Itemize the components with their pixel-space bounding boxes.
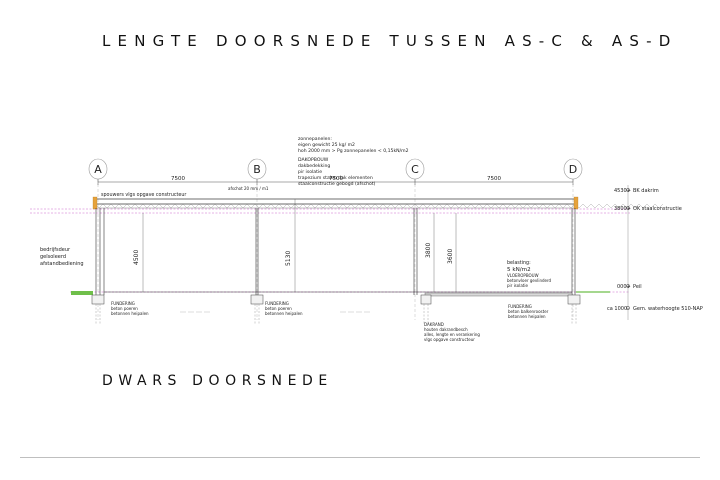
axis-c-marker: C: [405, 158, 425, 180]
roof-note-line: dakbedekking: [298, 163, 330, 169]
svg-text:houten dakrandbesch: houten dakrandbesch: [424, 327, 468, 332]
svg-text:beton poeren: beton poeren: [265, 306, 292, 311]
bottom-divider: [20, 457, 700, 458]
svg-text:beton balkenrooster: beton balkenrooster: [508, 309, 549, 314]
section-title-length: LENGTE DOORSNEDE TUSSEN AS-C & AS-D: [102, 32, 678, 50]
roof-note-line: pir isolatie: [298, 169, 322, 175]
foundation-note-c: DAKRAND houten dakrandbesch alles, lengt…: [424, 322, 480, 342]
svg-text:bedrijfsdeur: bedrijfsdeur: [40, 247, 71, 253]
axis-a-marker: A: [88, 158, 108, 180]
span-bc-label: 7500: [329, 176, 343, 182]
axis-lines: [97, 179, 574, 320]
axis-c-label: C: [411, 163, 419, 176]
svg-text:FUNDERING: FUNDERING: [265, 301, 289, 306]
level-markers: 4530+ BK dakrim 3800+ OK staalconstructi…: [607, 185, 703, 320]
roof-note-heading: DAKOPBOUW: [298, 157, 329, 163]
foundation-note-a: FUNDERING beton poeren betonnen heipalen: [111, 301, 149, 316]
foundation-note-d: FUNDERING beton balkenrooster betonnen h…: [508, 304, 549, 319]
dim-4500: 4500: [133, 250, 140, 265]
roof-note-title: zonnepanelen:: [298, 136, 332, 142]
dim-5130: 5130: [285, 251, 292, 266]
height-dimensions: 4500 5130 3800 3600: [133, 199, 457, 292]
level-water-value: ca 1000-: [607, 306, 629, 312]
level-peil-label: Peil: [633, 284, 642, 290]
floor-slab: [104, 291, 573, 297]
svg-text:DAKRAND: DAKRAND: [424, 322, 444, 327]
axis-a-label: A: [94, 163, 102, 176]
span-cd-label: 7500: [487, 176, 501, 182]
svg-text:geïsoleerd: geïsoleerd: [40, 254, 66, 260]
axis-d-label: D: [569, 163, 577, 176]
roof-structure: [92, 196, 664, 210]
svg-text:vlgs opgave constructeur: vlgs opgave constructeur: [424, 337, 475, 342]
columns: [95, 208, 576, 295]
floor-load-note: belasting: 5 kN/m2 VLOEROPBOUW betonvloe…: [507, 260, 552, 288]
ground-left: [71, 291, 93, 295]
section-title-cross: DWARS DOORSNEDE: [102, 373, 333, 389]
dim-3800: 3800: [425, 243, 432, 258]
roof-note-line: staalconstructie gebogd (afschot): [298, 181, 376, 187]
svg-text:betonvloer gevlinderd: betonvloer gevlinderd: [507, 278, 552, 283]
axis-d-marker: D: [563, 158, 583, 180]
svg-text:betonnen heipalen: betonnen heipalen: [265, 311, 303, 316]
svg-text:FUNDERING: FUNDERING: [111, 301, 135, 306]
axis-b-label: B: [253, 163, 261, 176]
level-bk-label: BK dakrim: [633, 188, 659, 194]
level-ok-label: OK staalconstructie: [633, 206, 682, 212]
spouw-note: spouwers vlgs opgave constructeur: [101, 192, 186, 198]
svg-text:beton poeren: beton poeren: [111, 306, 138, 311]
roof-build-up-note: zonnepanelen: eigen gewicht 25 kg/ m2 ho…: [298, 136, 409, 187]
svg-text:betonnen heipalen: betonnen heipalen: [508, 314, 546, 319]
level-water-label: Gem. waterhoogte 510-NAP: [633, 306, 703, 312]
svg-text:betonnen heipalen: betonnen heipalen: [111, 311, 149, 316]
roof-note-line: eigen gewicht 25 kg/ m2: [298, 142, 355, 148]
svg-text:pir isolatie: pir isolatie: [507, 283, 528, 288]
svg-text:belasting:: belasting:: [507, 260, 531, 266]
roof-note-line: hoh 2000 mm > Pg zonnepanelen < 0,15kN/m…: [298, 148, 409, 154]
level-ok-value: 3800+: [614, 206, 631, 212]
slope-note: afschot 20 mm / m1: [228, 186, 269, 191]
svg-text:afstandbediening: afstandbediening: [40, 261, 84, 267]
svg-text:VLOEROPBOUW: VLOEROPBOUW: [507, 273, 539, 278]
foundation-note-b: FUNDERING beton poeren betonnen heipalen: [265, 301, 303, 316]
dim-3600: 3600: [447, 249, 454, 264]
span-ab-label: 7500: [171, 176, 185, 182]
door-note: bedrijfsdeur geïsoleerd afstandbediening: [40, 247, 84, 267]
roof-note-line: trapezium stalen dak elementen: [298, 175, 373, 181]
foundation-blocks: [91, 294, 581, 305]
svg-text:FUNDERING: FUNDERING: [508, 304, 532, 309]
axis-b-marker: B: [247, 158, 267, 180]
span-dimensions: 7500 7500 7500: [97, 176, 574, 185]
svg-text:alles, lengte en verankering: alles, lengte en verankering: [424, 332, 480, 337]
level-bk-value: 4530+: [614, 188, 631, 194]
piles: [95, 304, 577, 324]
level-peil-value: 000+: [617, 284, 631, 290]
svg-text:5 kN/m2: 5 kN/m2: [507, 267, 531, 273]
